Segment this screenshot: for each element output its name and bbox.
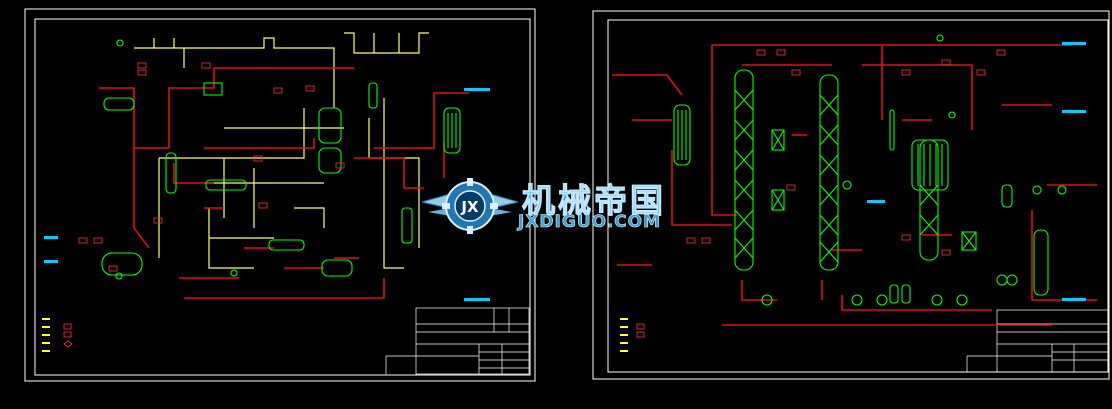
reflux-drum: [889, 109, 895, 151]
column-right: [1033, 229, 1049, 296]
right-flow-diagram: [592, 10, 1110, 380]
watermark-subtitle: JXDIGUO.COM: [518, 212, 662, 233]
equipment: [673, 34, 1067, 306]
process-lines: [612, 44, 1097, 326]
logo-letters: JX: [460, 198, 479, 216]
tag-boxes: [686, 49, 1006, 256]
exchanger-vertical: [443, 107, 461, 154]
vessel-right: [318, 107, 342, 144]
gear-logo-icon: JX: [421, 178, 519, 234]
inner-frame: [34, 18, 531, 376]
legend: [42, 318, 73, 352]
reboiler: [321, 259, 353, 277]
legend: [620, 318, 645, 352]
inner-frame: [607, 19, 1109, 373]
title-block: [966, 309, 1109, 373]
outer-frame: [24, 8, 536, 382]
right-drawing-sheet: [592, 10, 1110, 380]
heat-exchanger-left: [103, 97, 135, 111]
watermark-title: 机械帝国: [522, 181, 666, 221]
vessel-top: [203, 82, 223, 96]
equipment: [101, 39, 461, 280]
tag-boxes: [78, 62, 345, 272]
distillation-column-2: [819, 74, 839, 271]
left-drawing-sheet: [24, 8, 536, 382]
condenser-left: [673, 104, 691, 166]
left-flow-diagram: [24, 8, 536, 382]
condenser-bundle: [911, 139, 949, 191]
column-small: [165, 152, 177, 194]
watermark: JX 机械帝国 JXDIGUO.COM: [420, 172, 720, 242]
heat-exchanger-mid: [205, 179, 247, 191]
title-block: [385, 307, 530, 375]
outer-frame: [592, 10, 1110, 380]
utility-lines: [134, 32, 429, 269]
instrument-labels: [867, 42, 1086, 301]
distillation-column-3: [919, 139, 939, 261]
instrument-labels: [44, 88, 490, 301]
storage-drum: [101, 252, 143, 276]
process-lines: [99, 67, 469, 299]
